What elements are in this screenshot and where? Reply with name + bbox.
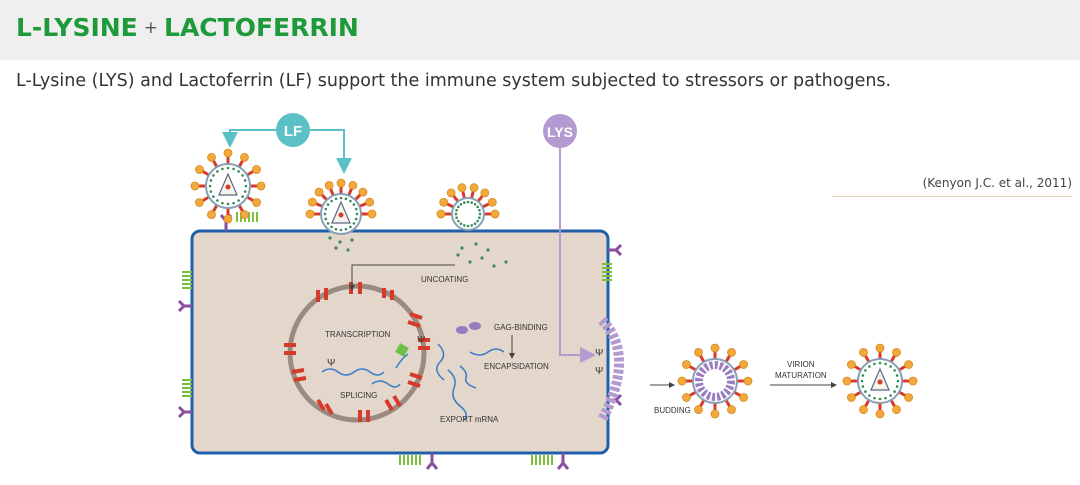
- virion-attaching: [305, 178, 377, 235]
- svg-text:Ψ: Ψ: [595, 348, 603, 359]
- label-splicing: SPLICING: [340, 391, 377, 400]
- lf-badge: [276, 113, 310, 147]
- rna-strand-nucleus: [321, 368, 385, 376]
- label-budding: BUDDING: [654, 406, 691, 415]
- label-maturation: MATURATION: [775, 371, 827, 380]
- rna-strand-export: [447, 369, 467, 421]
- virion-budded: [677, 343, 753, 419]
- lf-arrow-right: [310, 129, 352, 174]
- title-lactoferrin: LACTOFERRIN: [164, 13, 359, 42]
- title-lysine: L-LYSINE: [16, 13, 138, 42]
- lf-arrow-left: [222, 129, 280, 148]
- virion-free-1: [190, 148, 266, 224]
- title-plus: +: [143, 18, 159, 38]
- virion-entering: [436, 183, 500, 231]
- lys-arrow: [559, 148, 596, 363]
- svg-text:Ψ: Ψ: [417, 335, 425, 346]
- spliceosome: [395, 343, 409, 357]
- psi-symbol: Ψ: [327, 358, 335, 369]
- svg-text:Ψ: Ψ: [595, 366, 603, 377]
- gag-protein: [456, 326, 468, 334]
- page-title: L-LYSINE+LACTOFERRIN: [16, 13, 359, 42]
- virions: [190, 148, 918, 419]
- budding-site: [597, 316, 624, 423]
- label-transcription: TRANSCRIPTION: [325, 330, 391, 339]
- lys-badge: [543, 114, 577, 148]
- lys-badge-label: LYS: [547, 124, 573, 140]
- citation: (Kenyon J.C. et al., 2011): [922, 176, 1072, 190]
- label-virion: VIRION: [787, 360, 815, 369]
- nuclear-pores: [284, 282, 430, 422]
- label-gag-binding: GAG-BINDING: [494, 323, 548, 332]
- page-subtitle: L-Lysine (LYS) and Lactoferrin (LF) supp…: [16, 71, 892, 91]
- label-encapsidation: ENCAPSIDATION: [484, 362, 549, 371]
- label-uncoating: UNCOATING: [421, 275, 468, 284]
- host-cell: [190, 229, 610, 455]
- citation-underline: [832, 196, 1072, 197]
- label-export-mrna: EXPORT mRNA: [440, 415, 499, 424]
- rna-strand-spliced: [371, 380, 401, 388]
- header-bar: L-LYSINE+LACTOFERRIN: [0, 0, 1080, 60]
- lf-badge-label: LF: [284, 123, 302, 140]
- virion-mature: [842, 343, 918, 419]
- arrow-uncoating-transcription: [349, 264, 455, 291]
